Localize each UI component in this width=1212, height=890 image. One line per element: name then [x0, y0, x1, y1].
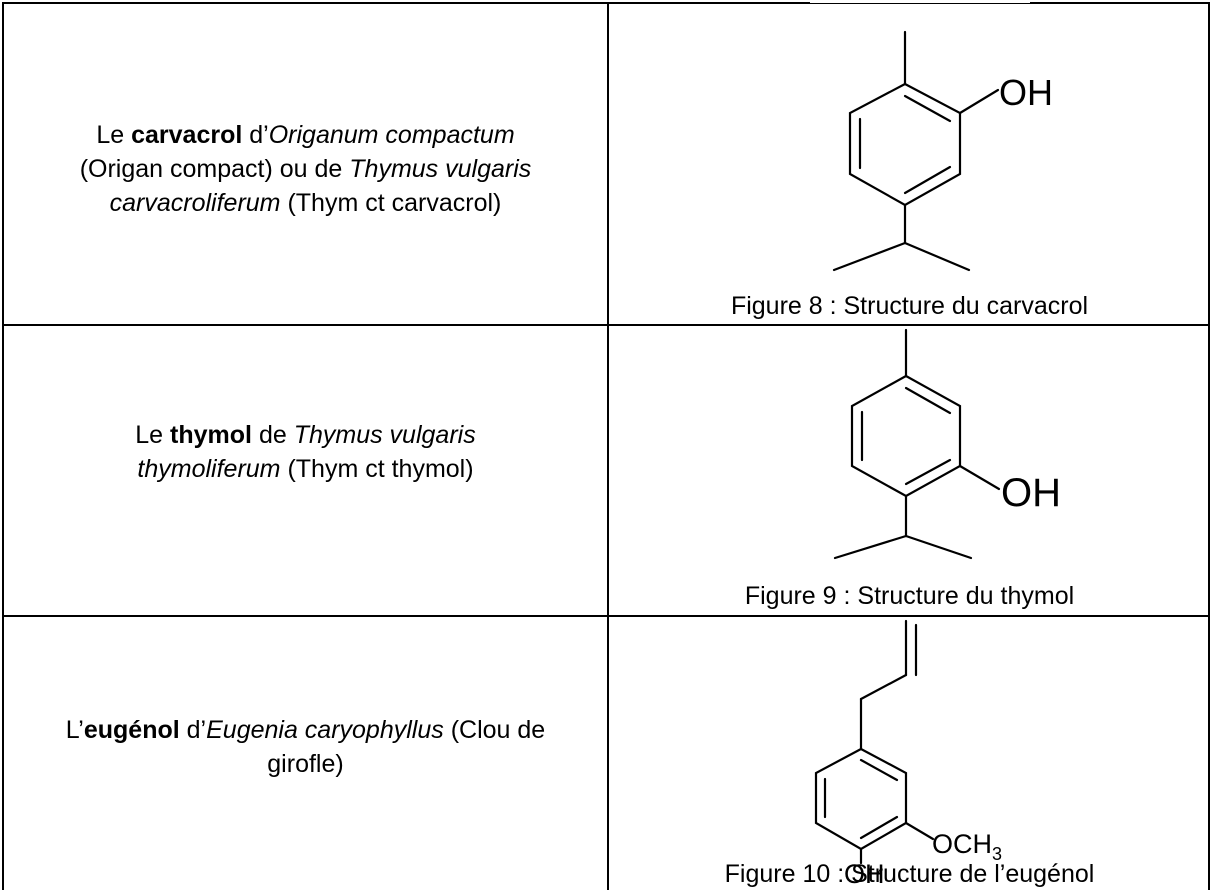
eugenol-och3-label: OCH3 — [932, 829, 1002, 864]
row-divider — [2, 615, 1210, 617]
text-run-italic: Thymus vulgaris — [293, 421, 476, 449]
text-run-italic: Eugenia caryophyllus — [206, 716, 444, 744]
text-run-normal: (Clou de — [443, 716, 546, 744]
text-run-normal: L’ — [65, 716, 84, 744]
text-run-italic: thymoliferum — [137, 455, 281, 483]
carvacrol-caption: Figure 8 : Structure du carvacrol — [730, 292, 1089, 320]
thymol-structure: OH — [833, 328, 1061, 560]
text-run-normal: de — [252, 421, 294, 449]
row-divider — [2, 324, 1210, 326]
text-run-italic: Thymus vulgaris — [349, 155, 532, 183]
text-run-normal: girofle) — [267, 750, 344, 778]
text-run-italic: carvacroliferum — [109, 189, 281, 217]
text-run-bold: carvacrol — [131, 121, 243, 149]
text-run-bold: thymol — [170, 421, 252, 449]
text-run-bold: eugénol — [83, 716, 180, 744]
eugenol-oh-label: OH — [844, 859, 885, 889]
thymol-caption: Figure 9 : Structure du thymol — [744, 582, 1075, 610]
text-run-normal: Le — [135, 421, 171, 449]
text-run-normal: d’ — [179, 716, 207, 744]
carvacrol-oh-label: OH — [999, 72, 1053, 113]
eugenol-structure: OCH3 OH — [814, 619, 1002, 889]
text-run-normal: (Origan compact) ou de — [79, 155, 350, 183]
eugenol-caption: Figure 10 : Structure de l’eugénol — [724, 860, 1095, 888]
top-border-gap — [810, 0, 1030, 3]
text-run-normal: Le — [96, 121, 132, 149]
thymol-oh-label: OH — [1001, 471, 1061, 515]
eugenol-description: L’eugénol d’Eugenia caryophyllus (Clou d… — [4, 713, 607, 781]
text-run-normal: d’ — [242, 121, 269, 149]
text-run-normal: (Thym ct thymol) — [280, 455, 474, 483]
carvacrol-description: Le carvacrol d’Origanum compactum (Origan… — [4, 118, 607, 220]
thymol-description: Le thymol de Thymus vulgaris thymoliferum… — [4, 418, 607, 486]
text-run-italic: Origanum compactum — [268, 121, 515, 149]
text-run-normal: (Thym ct carvacrol) — [280, 189, 502, 217]
carvacrol-structure: OH — [832, 30, 1053, 272]
column-divider — [607, 2, 609, 890]
